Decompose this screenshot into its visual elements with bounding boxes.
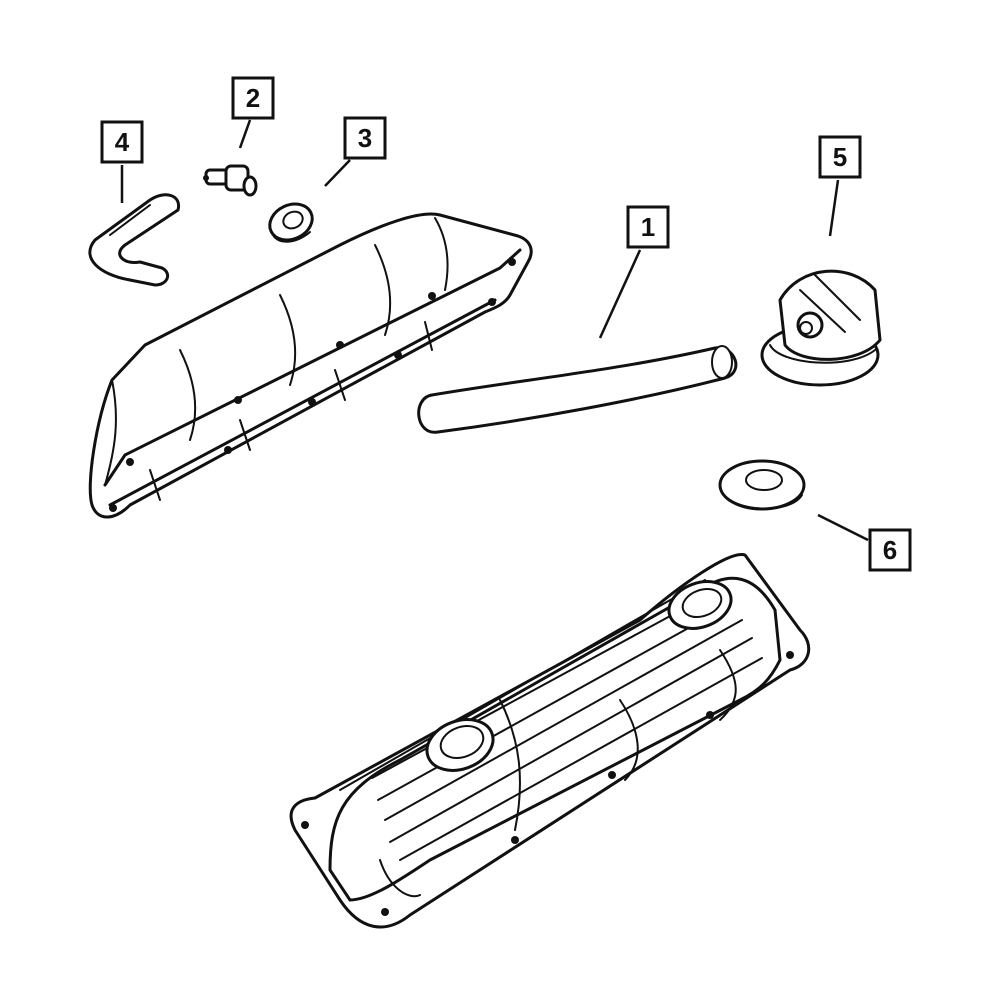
svg-text:1: 1 [641,212,655,242]
leader-6 [817,513,869,542]
part-1-hose [417,345,738,434]
callout-2: 2 [231,76,275,120]
leader-5 [828,179,840,237]
leader-2 [238,119,252,149]
svg-text:2: 2 [246,83,260,113]
lower-valve-cover [289,553,811,929]
callout-1: 1 [626,205,670,249]
callout-4: 4 [100,120,144,164]
leader-lines [120,119,869,542]
svg-text:3: 3 [358,123,372,153]
svg-text:5: 5 [833,142,847,172]
svg-text:4: 4 [115,127,130,157]
part-4-hose [88,193,181,287]
part-6-grommet [718,459,806,511]
callout-5: 5 [818,135,862,179]
svg-text:6: 6 [883,535,897,565]
leader-1 [598,249,642,339]
part-5-breather-cap [760,269,882,387]
part-3-grommet [268,202,314,243]
callout-6: 6 [868,528,912,572]
callout-3: 3 [343,116,387,160]
part-2-pcv-valve [203,164,258,197]
leader-3 [324,159,351,187]
upper-valve-cover [88,212,533,519]
